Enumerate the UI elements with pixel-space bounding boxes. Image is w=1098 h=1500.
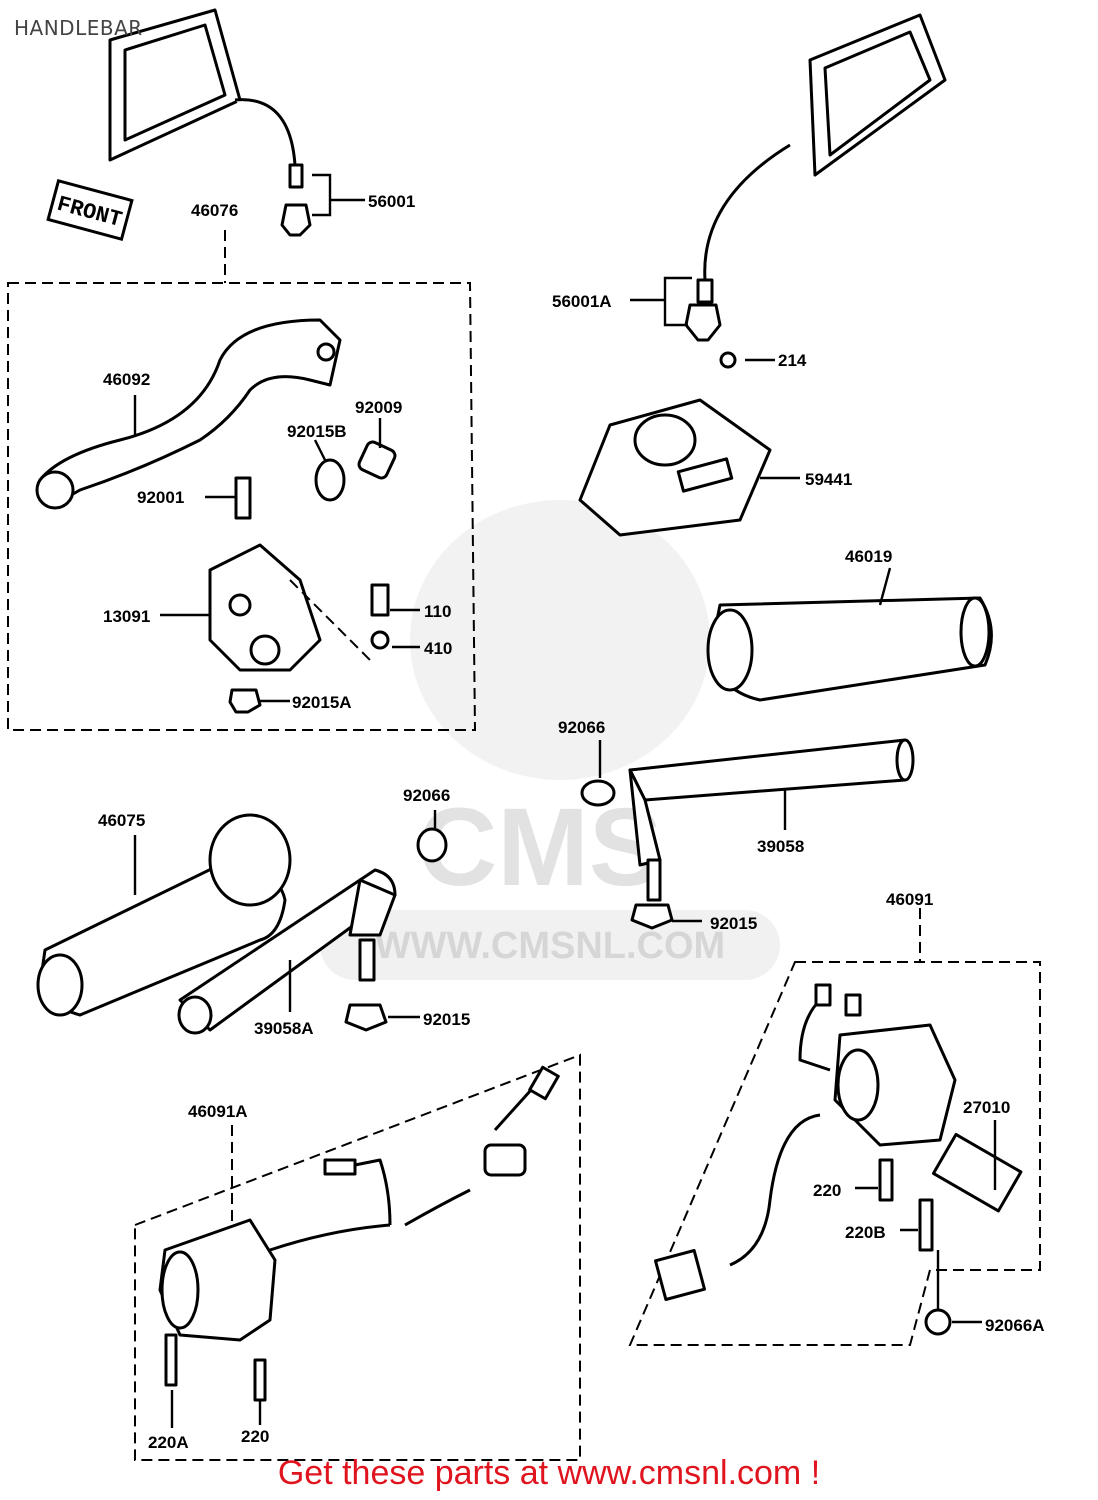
part-label-92009[interactable]: 92009 bbox=[355, 398, 402, 417]
part-label-27010[interactable]: 27010 bbox=[963, 1098, 1010, 1117]
switch-housing bbox=[578, 398, 772, 537]
right-switch-box bbox=[628, 961, 1041, 1346]
part-label-214[interactable]: 214 bbox=[778, 351, 807, 370]
front-stamp: FRONT bbox=[46, 179, 134, 241]
part-label-59441[interactable]: 59441 bbox=[805, 470, 852, 489]
part-label-46076[interactable]: 46076 bbox=[191, 201, 238, 220]
part-label-46092[interactable]: 46092 bbox=[103, 370, 150, 389]
part-label-46019[interactable]: 46019 bbox=[845, 547, 892, 566]
part-label-56001[interactable]: 56001 bbox=[368, 192, 415, 211]
part-label-92015-lower[interactable]: 92015 bbox=[423, 1010, 470, 1029]
clutch-lever bbox=[35, 318, 342, 510]
part-label-13091[interactable]: 13091 bbox=[103, 607, 150, 626]
part-label-410[interactable]: 410 bbox=[424, 639, 452, 658]
part-label-56001a[interactable]: 56001A bbox=[552, 292, 612, 311]
part-label-220b[interactable]: 220B bbox=[845, 1223, 886, 1242]
part-label-92001[interactable]: 92001 bbox=[137, 488, 184, 507]
footer-link[interactable]: Get these parts at www.cmsnl.com ! bbox=[277, 1454, 821, 1492]
part-label-92066-upper[interactable]: 92066 bbox=[558, 718, 605, 737]
leader-lines bbox=[133, 173, 997, 1428]
lever-assembly-box bbox=[7, 282, 477, 731]
part-label-220-left[interactable]: 220 bbox=[241, 1427, 269, 1446]
watermark-url: WWW.CMSNL.COM bbox=[375, 925, 725, 967]
left-switch-box bbox=[134, 1053, 581, 1461]
left-tube bbox=[177, 827, 448, 1035]
part-label-92015b[interactable]: 92015B bbox=[287, 422, 347, 441]
right-mirror bbox=[684, 13, 947, 369]
part-label-92066-lower[interactable]: 92066 bbox=[403, 786, 450, 805]
part-label-39058a[interactable]: 39058A bbox=[254, 1019, 314, 1038]
part-label-92066a[interactable]: 92066A bbox=[985, 1316, 1045, 1335]
watermark: CMS WWW.CMSNL.COM bbox=[320, 500, 780, 980]
part-label-46075[interactable]: 46075 bbox=[98, 811, 145, 830]
page-title: HANDLEBAR bbox=[14, 16, 143, 40]
part-label-220a[interactable]: 220A bbox=[148, 1433, 189, 1452]
part-label-39058[interactable]: 39058 bbox=[757, 837, 804, 856]
throttle-tube bbox=[580, 738, 915, 930]
watermark-brand: CMS bbox=[418, 786, 662, 909]
part-label-110[interactable]: 110 bbox=[424, 602, 451, 621]
part-label-46091[interactable]: 46091 bbox=[886, 890, 933, 909]
right-grip bbox=[706, 596, 993, 702]
left-grip bbox=[36, 813, 292, 1017]
part-label-46091a[interactable]: 46091A bbox=[188, 1102, 248, 1121]
part-label-220-right[interactable]: 220 bbox=[813, 1181, 841, 1200]
right-switch bbox=[654, 983, 1023, 1336]
part-label-92015a[interactable]: 92015A bbox=[292, 693, 352, 712]
left-mirror bbox=[108, 8, 312, 237]
part-label-92015-upper[interactable]: 92015 bbox=[710, 914, 757, 933]
lever-bracket bbox=[208, 440, 397, 714]
left-switch bbox=[158, 1065, 560, 1402]
